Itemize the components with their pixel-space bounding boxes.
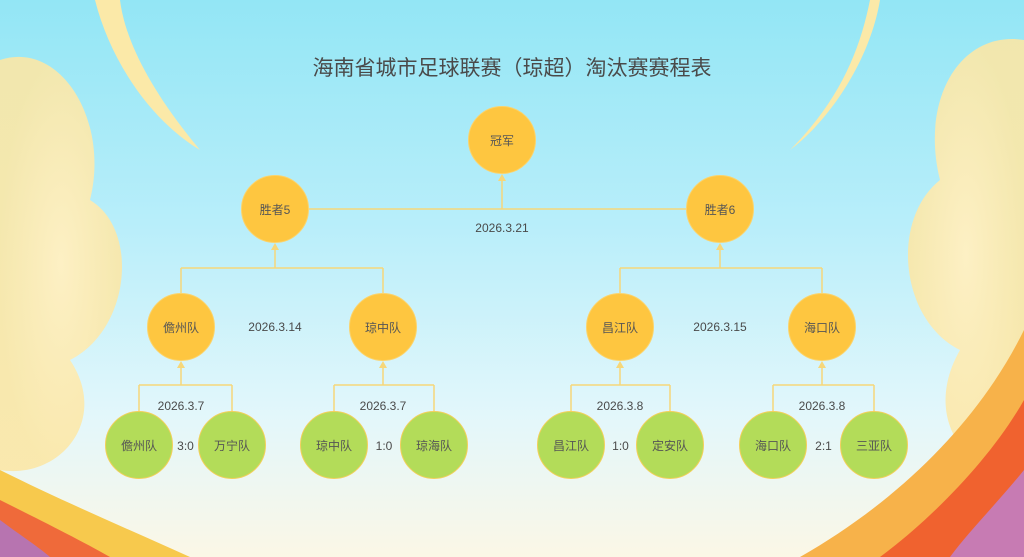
team-label: 定安队 (651, 438, 688, 453)
first-round-home-node[interactable]: 海口队 (739, 411, 807, 479)
team-label: 儋州队 (162, 320, 199, 335)
match-score: 2:1 (815, 439, 832, 453)
team-label: 琼中队 (364, 320, 401, 335)
semifinal-team-node[interactable]: 儋州队 (147, 293, 215, 361)
team-label: 海口队 (754, 438, 791, 453)
arrow-icon (498, 174, 506, 181)
arrow-icon (271, 243, 279, 250)
page-title: 海南省城市足球联赛（琼超）淘汰赛赛程表 (312, 57, 712, 80)
match-score: 3:0 (177, 439, 194, 453)
arrow-icon (716, 243, 724, 250)
semifinal-winner-node[interactable]: 胜者5 (241, 175, 309, 243)
arrow-icon (379, 361, 387, 368)
final-date: 2026.3.21 (475, 221, 529, 235)
match-score: 1:0 (375, 439, 393, 453)
team-label: 儋州队 (120, 438, 157, 453)
arrow-icon (818, 361, 826, 368)
first-round-away-node[interactable]: 三亚队 (840, 411, 908, 479)
arrow-icon (177, 361, 185, 368)
champion-node[interactable]: 冠军 (468, 106, 536, 174)
team-label: 万宁队 (213, 438, 250, 453)
team-label: 胜者6 (704, 202, 736, 217)
team-label: 胜者5 (259, 202, 291, 217)
match-date: 2026.3.7 (157, 399, 205, 413)
semifinal-winner-node[interactable]: 胜者6 (686, 175, 754, 243)
first-round-away-node[interactable]: 定安队 (636, 411, 704, 479)
team-label: 琼中队 (315, 438, 352, 453)
first-round-away-node[interactable]: 琼海队 (400, 411, 468, 479)
team-label: 冠军 (489, 133, 514, 148)
match-score: 1:0 (612, 439, 629, 453)
team-label: 三亚队 (855, 438, 892, 453)
semifinal-date: 2026.3.14 (248, 320, 302, 334)
match-date: 2026.3.7 (359, 399, 407, 413)
team-label: 琼海队 (415, 438, 452, 453)
first-round-home-node[interactable]: 琼中队 (300, 411, 368, 479)
team-label: 海口队 (803, 320, 840, 335)
team-label: 昌江队 (601, 320, 638, 335)
semifinal-team-node[interactable]: 海口队 (788, 293, 856, 361)
first-round-home-node[interactable]: 儋州队 (105, 411, 173, 479)
arrow-icon (616, 361, 624, 368)
team-label: 昌江队 (552, 438, 589, 453)
match-date: 2026.3.8 (596, 399, 644, 413)
first-round-away-node[interactable]: 万宁队 (198, 411, 266, 479)
match-date: 2026.3.8 (798, 399, 846, 413)
first-round-home-node[interactable]: 昌江队 (537, 411, 605, 479)
semifinal-team-node[interactable]: 琼中队 (349, 293, 417, 361)
semifinal-team-node[interactable]: 昌江队 (586, 293, 654, 361)
semifinal-date: 2026.3.15 (693, 320, 747, 334)
